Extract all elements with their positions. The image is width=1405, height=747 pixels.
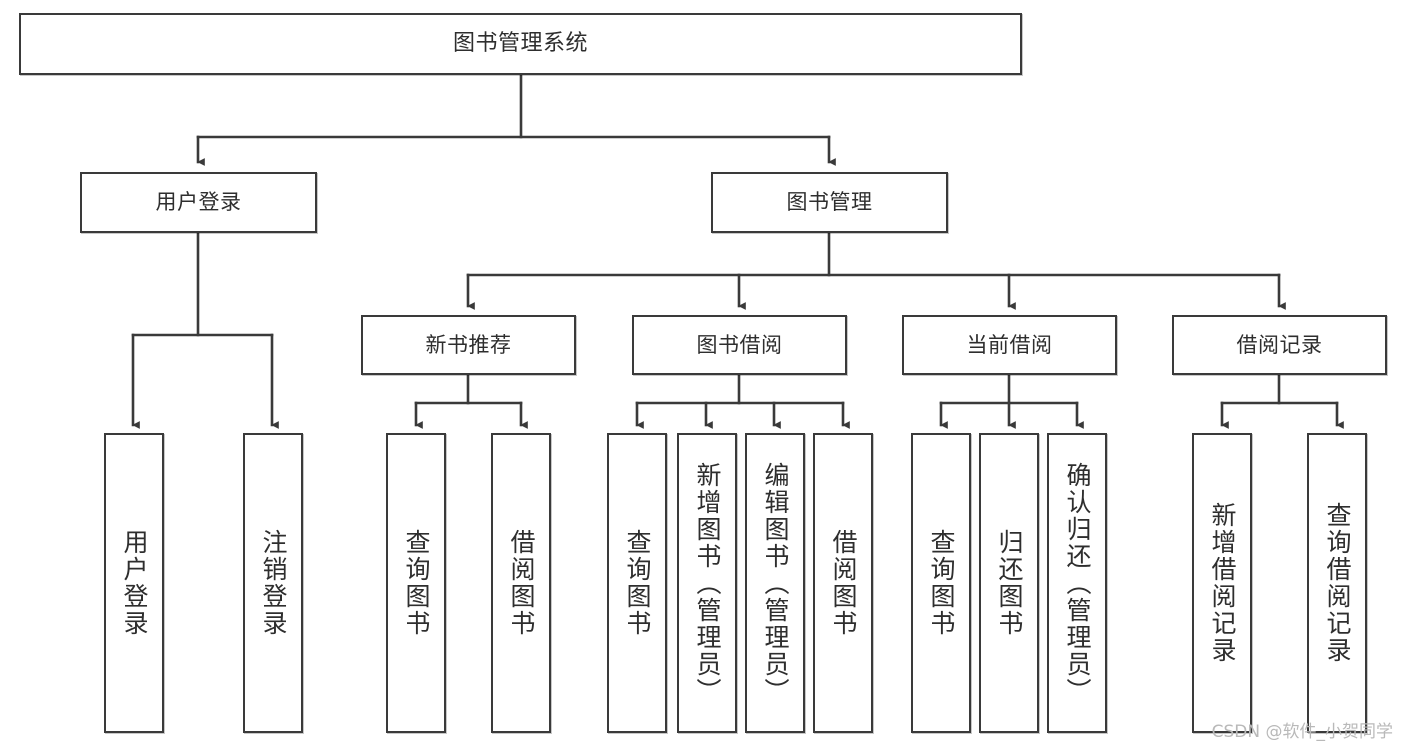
node-label: 编辑图书（管理员） (761, 461, 790, 705)
node-label: 用户登录 (155, 190, 242, 215)
node-label: 查询借阅记录 (1323, 502, 1352, 664)
leaf-borrow-edit-book-admin[interactable]: 编辑图书（管理员） (745, 433, 805, 733)
leaf-current-confirm-return-admin[interactable]: 确认归还（管理员） (1047, 433, 1107, 733)
node-label: 查询图书 (927, 529, 956, 637)
node-current-borrow[interactable]: 当前借阅 (902, 315, 1117, 375)
node-label: 当前借阅 (966, 332, 1053, 357)
node-book-management[interactable]: 图书管理 (711, 172, 948, 233)
node-user-login[interactable]: 用户登录 (80, 172, 317, 233)
node-root-system[interactable]: 图书管理系统 (19, 13, 1022, 75)
node-label: 借阅图书 (829, 529, 858, 637)
leaf-current-return-book[interactable]: 归还图书 (979, 433, 1039, 733)
node-book-borrow[interactable]: 图书借阅 (632, 315, 847, 375)
leaf-borrow-add-book-admin[interactable]: 新增图书（管理员） (677, 433, 737, 733)
leaf-current-query-book[interactable]: 查询图书 (911, 433, 971, 733)
node-label: 图书管理系统 (452, 31, 588, 57)
leaf-borrow-query-book[interactable]: 查询图书 (607, 433, 667, 733)
node-label: 新书推荐 (425, 332, 512, 357)
node-label: 借阅图书 (507, 529, 536, 637)
watermark-text: CSDN @软件_小贺同学 (1211, 722, 1393, 742)
node-borrow-records[interactable]: 借阅记录 (1172, 315, 1387, 375)
node-label: 新增图书（管理员） (693, 461, 722, 705)
node-label: 归还图书 (995, 529, 1024, 637)
node-label: 查询图书 (623, 529, 652, 637)
leaf-recommend-query-book[interactable]: 查询图书 (386, 433, 446, 733)
leaf-borrow-borrow-book[interactable]: 借阅图书 (813, 433, 873, 733)
node-label: 确认归还（管理员） (1063, 461, 1092, 705)
node-label: 注销登录 (259, 529, 288, 637)
leaf-records-add-record[interactable]: 新增借阅记录 (1192, 433, 1252, 733)
node-new-book-recommend[interactable]: 新书推荐 (361, 315, 576, 375)
node-label: 图书借阅 (696, 332, 783, 357)
node-label: 查询图书 (402, 529, 431, 637)
leaf-user-login-signin[interactable]: 用户登录 (104, 433, 164, 733)
node-label: 图书管理 (786, 190, 873, 215)
leaf-user-login-signout[interactable]: 注销登录 (243, 433, 303, 733)
node-label: 新增借阅记录 (1208, 502, 1237, 664)
node-label: 用户登录 (120, 529, 149, 637)
leaf-recommend-borrow-book[interactable]: 借阅图书 (491, 433, 551, 733)
node-label: 借阅记录 (1236, 332, 1323, 357)
leaf-records-query-record[interactable]: 查询借阅记录 (1307, 433, 1367, 733)
